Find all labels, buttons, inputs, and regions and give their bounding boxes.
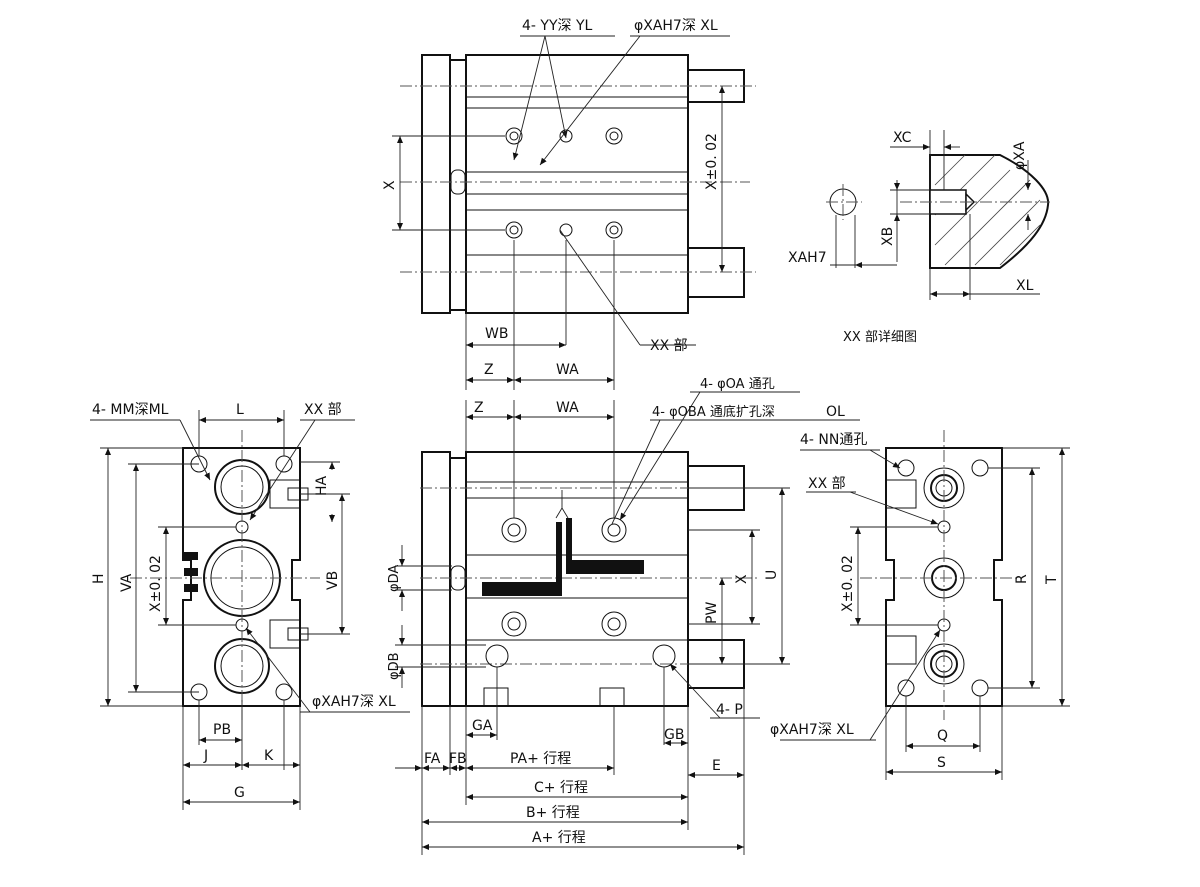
front-air-path-a — [482, 522, 562, 596]
right-q-label: Q — [937, 728, 948, 744]
top-xah7-callout: φXAH7深 XL — [634, 18, 718, 34]
detail-view: XC φXA XB XAH7 XL XX 部详细图 — [788, 130, 1050, 345]
top-xx-callout: XX 部 — [650, 338, 688, 354]
left-port-lower — [269, 619, 301, 649]
front-oa-callout: 4- φOA 通孔 — [700, 377, 775, 392]
front-ol-label: OL — [826, 404, 845, 420]
front-b-label: B+ 行程 — [526, 805, 580, 821]
front-z-label: Z — [474, 400, 484, 416]
right-nn-callout: 4- NN通孔 — [800, 432, 867, 448]
front-p-callout: 4- P — [716, 702, 743, 718]
left-view: 4- MM深ML XX 部 φXAH7深 XL L HA H VA X±0. 0… — [90, 402, 410, 810]
left-va-label: VA — [119, 573, 135, 592]
front-pa-label: PA+ 行程 — [510, 751, 571, 767]
left-port-upper — [269, 479, 301, 509]
left-xah7-callout: φXAH7深 XL — [312, 694, 396, 710]
top-x-label: X — [382, 180, 398, 190]
left-l-label: L — [236, 402, 244, 418]
front-wa-label: WA — [556, 400, 579, 416]
left-j-label: J — [203, 748, 208, 764]
left-pb-label: PB — [213, 722, 231, 738]
detail-xb-label: XB — [880, 227, 896, 246]
right-view: 4- NN通孔 XX 部 φXAH7深 XL X±0. 02 R T Q S — [770, 430, 1070, 780]
left-h-label: H — [91, 573, 107, 584]
detail-xl-label: XL — [1016, 278, 1034, 294]
left-vb-label: VB — [325, 571, 341, 590]
top-end-plate — [421, 54, 451, 314]
top-holes — [505, 127, 623, 239]
front-e-label: E — [712, 758, 721, 774]
front-flange — [449, 457, 467, 707]
detail-xa-label: φXA — [1012, 141, 1028, 170]
front-a-label: A+ 行程 — [532, 830, 586, 846]
front-gb-label: GB — [664, 727, 684, 743]
right-s-label: S — [937, 755, 946, 771]
front-end-plate — [421, 451, 451, 707]
top-yy-callout: 4- YY深 YL — [522, 18, 593, 34]
front-x-label: X — [734, 574, 750, 584]
left-ha-label: HA — [314, 475, 330, 496]
detail-title: XX 部详细图 — [843, 330, 917, 345]
top-view: 4- YY深 YL φXAH7深 XL XX 部 X X±0. 02 WB Z … — [382, 18, 756, 390]
detail-section — [929, 154, 1050, 269]
right-r-label: R — [1014, 574, 1030, 584]
top-body — [465, 54, 689, 314]
left-k-label: K — [264, 748, 274, 764]
left-xtol-label: X±0. 02 — [148, 555, 164, 612]
detail-xah7-label: XAH7 — [788, 250, 827, 266]
right-xah7-callout: φXAH7深 XL — [770, 722, 854, 738]
left-mm-callout: 4- MM深ML — [92, 402, 169, 418]
top-wa-label: WA — [556, 362, 579, 378]
front-pw-label: PW — [704, 602, 720, 624]
top-xtol-label: X±0. 02 — [704, 133, 720, 190]
top-wb-label: WB — [485, 326, 508, 342]
front-body — [465, 451, 689, 707]
front-ga-label: GA — [472, 718, 493, 734]
front-fa-label: FA — [424, 751, 441, 767]
left-xx-callout: XX 部 — [304, 402, 342, 418]
front-db-label: φDB — [387, 652, 402, 680]
front-air-path-b — [566, 518, 644, 574]
right-xx-callout: XX 部 — [808, 476, 846, 492]
top-z-label: Z — [484, 362, 494, 378]
detail-xc-label: XC — [893, 130, 912, 146]
front-da-label: φDA — [387, 565, 402, 592]
right-t-label: T — [1044, 575, 1060, 585]
front-c-label: C+ 行程 — [534, 780, 588, 796]
right-xtol-label: X±0. 02 — [840, 555, 856, 612]
front-oba-callout: 4- φOBA 通底扩孔深 — [652, 404, 775, 420]
front-fb-label: FB — [449, 751, 467, 767]
left-g-label: G — [234, 785, 245, 801]
front-u-label: U — [764, 570, 780, 580]
front-view: Z WA 4- φOA 通孔 4- φOBA 通底扩孔深 OL φDA φDB … — [387, 377, 860, 855]
